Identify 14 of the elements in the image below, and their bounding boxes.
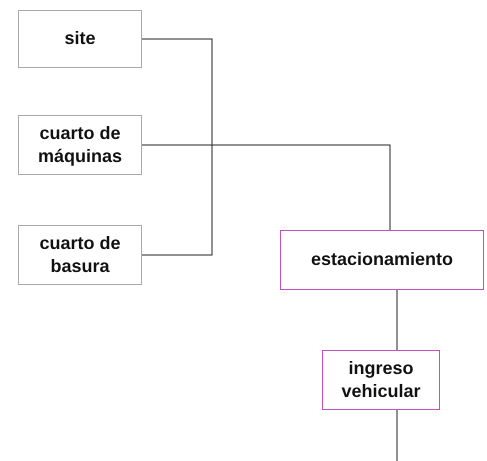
process-box <box>18 225 142 285</box>
box-label: site <box>64 27 96 50</box>
connector-line <box>396 290 398 350</box>
process-box <box>18 115 142 175</box>
connector-line <box>396 410 398 461</box>
box-label: cuarto de máquinas <box>36 122 124 168</box>
process-box <box>322 350 440 410</box>
box-label: ingreso vehicular <box>340 356 422 403</box>
process-box <box>18 10 142 68</box>
process-box <box>280 230 484 290</box>
box-label: cuarto de basura <box>38 232 122 278</box>
box-label: estacionamiento <box>310 248 454 272</box>
connector-line <box>142 144 390 230</box>
connector-line <box>142 38 212 256</box>
